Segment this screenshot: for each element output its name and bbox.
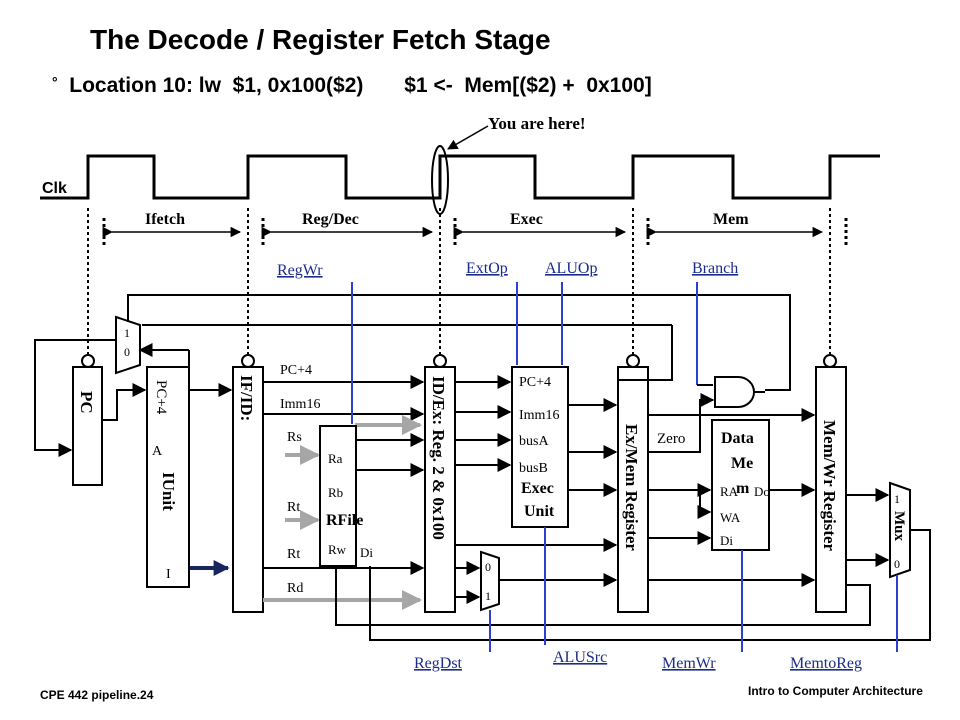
control-branch: Branch (692, 260, 738, 277)
exec-busa: busA (519, 434, 549, 449)
iunit-label: IUnit (159, 472, 178, 511)
sig-imm16: Imm16 (280, 397, 320, 412)
control-extop: ExtOp (466, 260, 508, 277)
data-memory (711, 419, 770, 551)
sig-rs: Rs (287, 430, 302, 445)
rfile-rb: Rb (328, 485, 343, 500)
wb-mux-label: Mux (891, 511, 907, 542)
pc-register (72, 366, 103, 486)
control-regwr: RegWr (277, 262, 323, 279)
exmem-label: Ex/Mem Register (622, 424, 641, 551)
regdst-wires (455, 561, 618, 604)
pc-label: PC (77, 391, 96, 414)
wb-mux-1: 1 (894, 492, 900, 506)
rfile-label: RFile (326, 512, 363, 529)
memory-wires (648, 408, 816, 587)
iunit-i-label: I (166, 567, 171, 582)
you-are-here-label: You are here! (488, 114, 586, 133)
footer-right: Intro to Computer Architecture (748, 684, 923, 698)
stage-label-ifetch: Ifetch (145, 211, 185, 228)
bullet-icon: ° (52, 74, 58, 90)
exec-wires (455, 375, 618, 552)
control-regdst: RegDst (414, 655, 463, 672)
register-file-body (320, 426, 356, 566)
ifid-register (232, 366, 264, 613)
subtitle-text: Location 10: lw $1, 0x100($2) $1 <- Mem[… (69, 74, 652, 97)
pc-mux-1: 1 (124, 326, 130, 340)
control-alusrc: ALUSrc (553, 649, 607, 666)
sig-rt: Rt (287, 500, 300, 515)
idex-label: ID/Ex: Reg. 2 & 0x100 (429, 376, 448, 540)
clock-edge-guides (87, 208, 831, 356)
dm-label-3: m (736, 480, 750, 497)
memtoreg-mux (889, 481, 911, 579)
sig-rt2: Rt (287, 547, 300, 562)
sig-rd: Rd (287, 581, 303, 596)
pc-source-mux (115, 315, 141, 375)
idex-register (424, 366, 456, 613)
exmem-register (617, 366, 649, 613)
dm-di: Di (720, 533, 733, 548)
exec-pc4: PC+4 (519, 375, 551, 390)
exec-busb: busB (519, 461, 548, 476)
memwr-register-label: Mem/Wr Register (820, 420, 839, 552)
rfile-di: Di (360, 545, 373, 560)
iunit-pc4-label: PC+4 (153, 380, 169, 415)
ifid-label: IF/ID: (237, 375, 256, 421)
branch-wires (648, 391, 765, 453)
branch-and-gate (714, 376, 755, 408)
iunit-block (146, 366, 190, 588)
regdst-mux-1: 1 (485, 589, 491, 603)
dm-label-2: Me (731, 455, 753, 472)
dm-label-1: Data (721, 430, 754, 447)
pc-wires (34, 294, 791, 457)
rfile-ra: Ra (328, 451, 343, 466)
exec-unit (511, 366, 569, 528)
clk-label: Clk (42, 180, 67, 197)
pc-mux-0: 0 (124, 345, 130, 359)
register-clock-bubbles (81, 354, 837, 368)
exec-imm16: Imm16 (519, 408, 559, 423)
exec-label-2: Unit (524, 503, 555, 520)
control-aluop: ALUOp (545, 260, 597, 277)
footer-left: CPE 442 pipeline.24 (40, 688, 154, 702)
dm-ra: RA (720, 484, 739, 499)
regdst-mux-0: 0 (485, 560, 491, 574)
control-memtoreg: MemtoReg (790, 655, 862, 672)
writeback-wires (335, 488, 931, 641)
control-lines (351, 282, 898, 652)
decode-wires (263, 375, 425, 575)
slide-subtitle: ° Location 10: lw $1, 0x100($2) $1 <- Me… (52, 74, 652, 98)
iunit-a-label: A (152, 444, 163, 459)
zero-label: Zero (657, 431, 685, 447)
slide-title: The Decode / Register Fetch Stage (90, 24, 551, 55)
clock-waveform (40, 154, 880, 200)
regdst-mux (480, 550, 500, 612)
rfile-rw: Rw (328, 542, 347, 557)
dm-wa: WA (720, 510, 741, 525)
stage-label-regdec: Reg/Dec (302, 211, 359, 228)
control-memwr: MemWr (662, 655, 716, 672)
wb-mux-0: 0 (894, 557, 900, 571)
dm-do: Do (754, 484, 770, 499)
gray-field-arrows (263, 415, 422, 610)
exec-label-1: Exec (521, 480, 554, 497)
stage-label-exec: Exec (510, 211, 543, 228)
sig-pc4: PC+4 (280, 363, 312, 378)
stage-label-mem: Mem (713, 211, 749, 228)
you-are-here-arrow (447, 125, 489, 150)
memwr-register (815, 366, 847, 613)
